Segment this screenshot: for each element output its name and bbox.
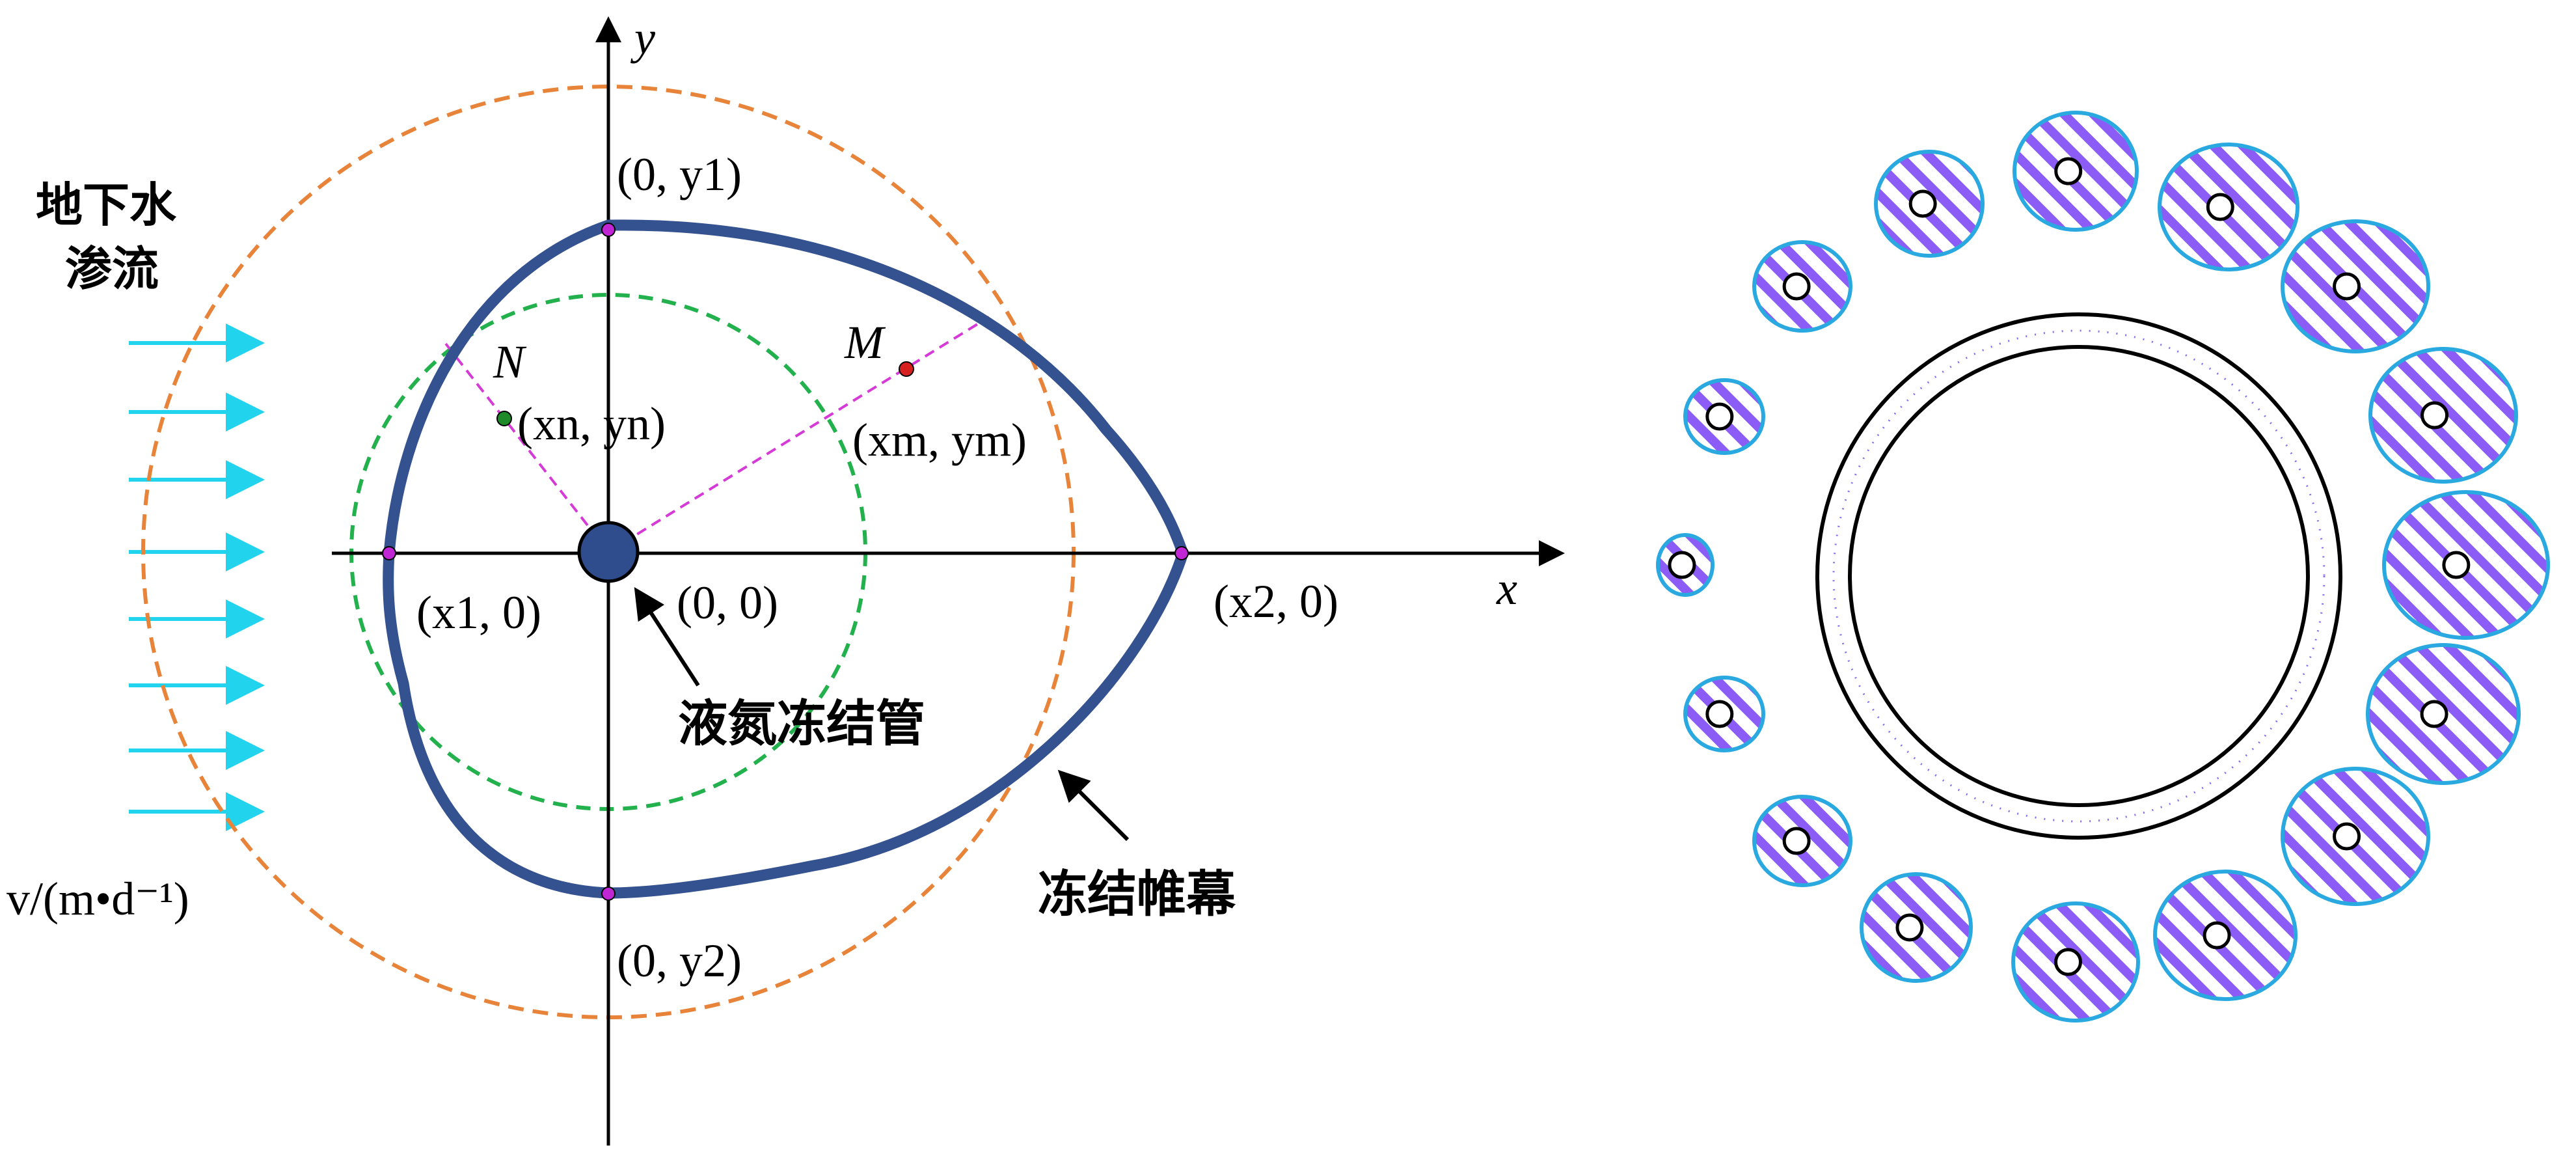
freeze-hole — [2333, 272, 2361, 301]
frozen-curtain-outline — [383, 219, 1189, 899]
point-left — [382, 546, 396, 560]
freeze-hole — [2206, 193, 2234, 221]
shaft-rings — [1815, 312, 2342, 840]
axis-intercept-points — [382, 223, 1189, 901]
point-top-label: (0, y1) — [617, 148, 742, 200]
point-bottom — [601, 886, 616, 901]
shaft-inner-ring — [1848, 345, 2310, 807]
point-n-marker — [496, 411, 512, 426]
freeze-pipe-pointer-arrow — [634, 586, 700, 687]
point-m-name-label: M — [844, 316, 886, 368]
axis-x-label: x — [1496, 562, 1517, 614]
freeze-hole — [2442, 551, 2471, 579]
freeze-hole — [1705, 700, 1734, 728]
point-n-name-label: N — [493, 336, 527, 388]
freeze-pipe-label: 液氮冻结管 — [678, 694, 925, 752]
freeze-hole — [1782, 272, 1811, 301]
point-m-marker — [899, 361, 914, 377]
freeze-hole — [2333, 822, 2361, 851]
point-right-label: (x2, 0) — [1213, 575, 1338, 627]
freeze-curtain-label: 冻结帷幕 — [1038, 865, 1236, 923]
groundwater-flow-arrows — [129, 323, 265, 831]
groundwater-label-line1: 地下水 — [36, 178, 177, 232]
guide-line-n — [444, 342, 610, 553]
freeze-hole-ring — [1656, 111, 2550, 1023]
shaft-dotted-band — [1832, 329, 2325, 823]
point-bottom-label: (0, y2) — [617, 935, 742, 987]
freeze-hole — [2054, 948, 2082, 976]
freeze-hole — [1668, 551, 1696, 579]
freeze-hole — [2203, 921, 2231, 950]
freeze-hole — [1895, 913, 1924, 942]
freeze-hole — [1908, 189, 1937, 218]
point-n-coord-label: (xn, yn) — [517, 398, 666, 450]
freeze-hole — [1705, 402, 1734, 431]
freeze-hole — [2420, 700, 2448, 728]
point-right — [1174, 546, 1189, 560]
point-left-label: (x1, 0) — [416, 586, 541, 639]
freeze-pipe-circle — [577, 521, 640, 583]
groundwater-label-line2: 渗流 — [65, 241, 159, 296]
freeze-curtain-pointer-arrow — [1057, 769, 1130, 842]
axis-y-label: y — [630, 12, 655, 64]
velocity-label: v/(m•d⁻¹) — [7, 873, 189, 925]
guide-line-m — [607, 316, 990, 553]
guide-lines — [444, 316, 990, 553]
origin-label: (0, 0) — [677, 577, 778, 629]
point-top — [601, 223, 616, 237]
freeze-hole — [1782, 827, 1811, 855]
freeze-hole — [2420, 401, 2449, 430]
freeze-hole — [2054, 157, 2083, 185]
point-m-coord-label: (xm, ym) — [852, 414, 1027, 466]
